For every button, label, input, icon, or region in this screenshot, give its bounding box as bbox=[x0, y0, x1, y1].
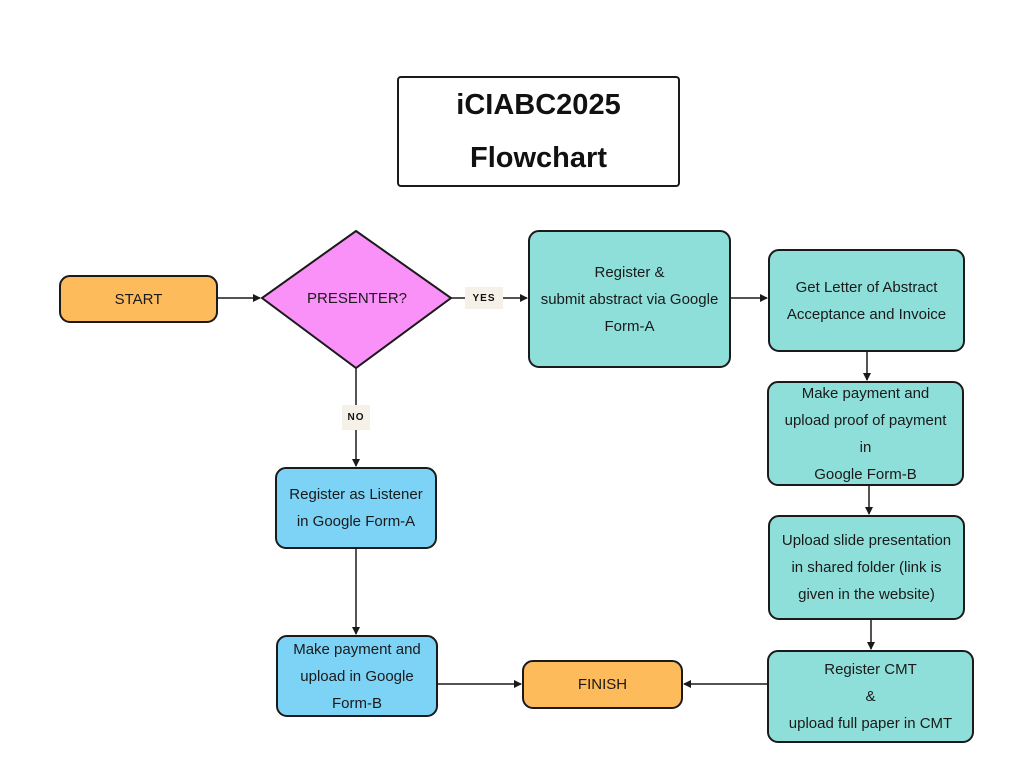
make-payment-listener-node: Make payment and upload in Google Form-B bbox=[276, 635, 438, 717]
presenter-decision-label: PRESENTER? bbox=[306, 289, 408, 307]
start-node: START bbox=[59, 275, 218, 323]
finish-label: FINISH bbox=[577, 676, 628, 693]
finish-node: FINISH bbox=[522, 660, 683, 709]
make-payment-listener-label: Make payment and upload in Google Form-B bbox=[293, 640, 421, 712]
title-line-1: iCIABC2025 bbox=[456, 88, 621, 121]
flowchart-title: iCIABC2025 Flowchart bbox=[397, 76, 680, 187]
no-label: NO bbox=[342, 405, 370, 430]
register-abstract-label: Register & submit abstract via Google Fo… bbox=[540, 263, 719, 335]
register-listener-label: Register as Listener in Google Form-A bbox=[289, 486, 423, 530]
yes-label: YES bbox=[465, 287, 503, 309]
get-letter-label: Get Letter of Abstract Acceptance and In… bbox=[786, 278, 947, 323]
start-label: START bbox=[114, 290, 163, 308]
upload-slide-label: Upload slide presentation in shared fold… bbox=[781, 532, 952, 603]
make-payment-proof-node: Make payment and upload proof of payment… bbox=[767, 381, 964, 486]
register-cmt-node: Register CMT & upload full paper in CMT bbox=[767, 650, 974, 743]
register-abstract-node: Register & submit abstract via Google Fo… bbox=[528, 230, 731, 368]
register-listener-node: Register as Listener in Google Form-A bbox=[275, 467, 437, 549]
get-letter-node: Get Letter of Abstract Acceptance and In… bbox=[768, 249, 965, 352]
register-cmt-label: Register CMT & upload full paper in CMT bbox=[788, 661, 953, 732]
upload-slide-node: Upload slide presentation in shared fold… bbox=[768, 515, 965, 620]
title-line-2: Flowchart bbox=[470, 141, 607, 174]
make-payment-proof-label: Make payment and upload proof of payment… bbox=[784, 384, 947, 483]
